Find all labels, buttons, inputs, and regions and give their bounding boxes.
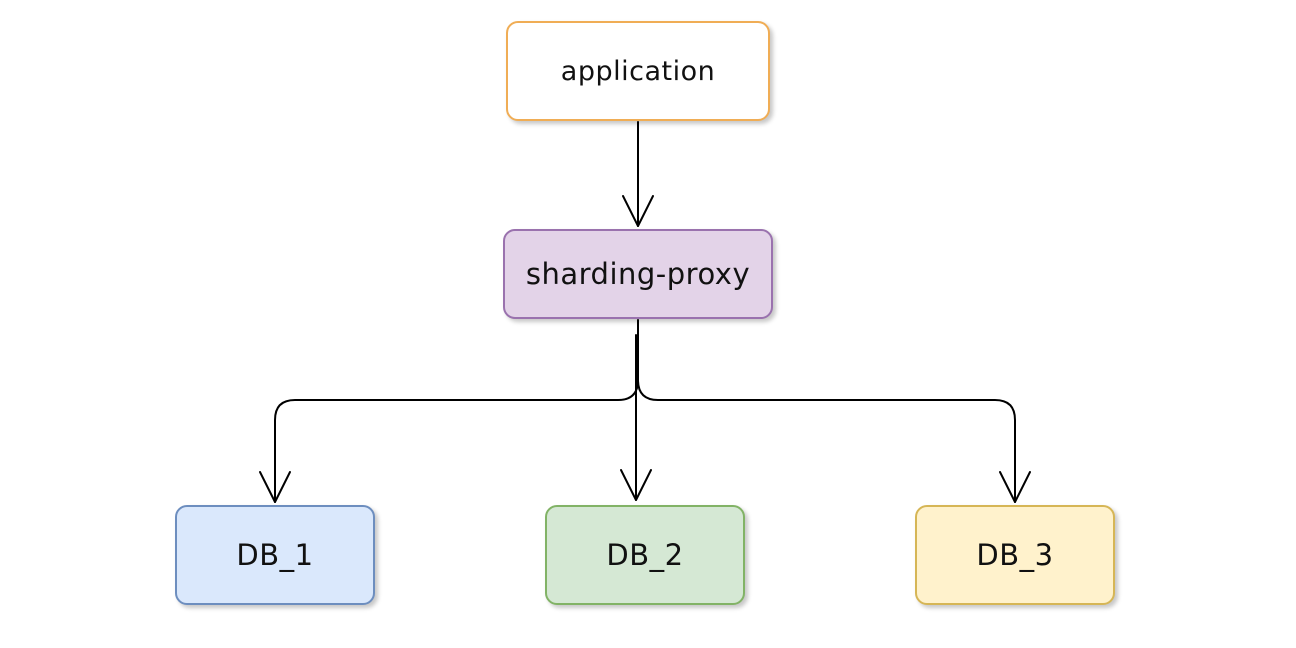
sharding-proxy-label: sharding-proxy <box>525 257 751 291</box>
arrowhead-proxy <box>622 195 654 227</box>
edge-proxy-to-db3 <box>637 379 1016 503</box>
edge-proxy-to-db1 <box>274 319 639 503</box>
arrowhead-db3 <box>999 471 1031 503</box>
arrowhead-db2 <box>620 469 652 501</box>
db-1-label: DB_1 <box>236 538 314 572</box>
arrowhead-db1 <box>259 471 291 503</box>
db-2-label: DB_2 <box>606 538 684 572</box>
db-1-node: DB_1 <box>175 505 375 605</box>
sharding-proxy-node: sharding-proxy <box>503 229 773 319</box>
db-3-label: DB_3 <box>976 538 1054 572</box>
application-node: application <box>506 21 770 121</box>
db-3-node: DB_3 <box>915 505 1115 605</box>
application-label: application <box>560 55 716 87</box>
db-2-node: DB_2 <box>545 505 745 605</box>
